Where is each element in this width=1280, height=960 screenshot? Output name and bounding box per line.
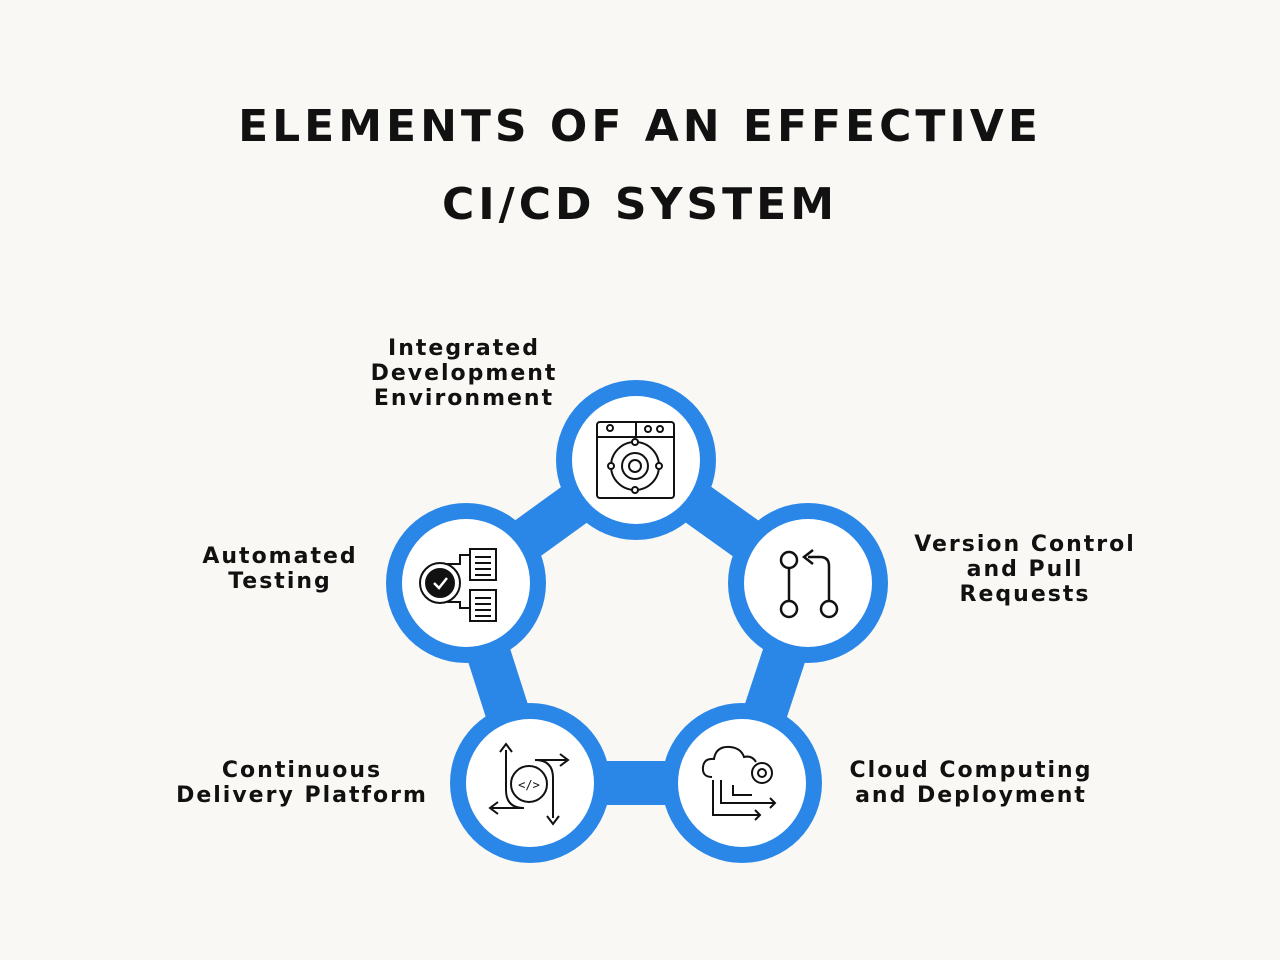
code-arrows-icon: </> (488, 742, 570, 826)
title-line-1: ELEMENTS OF AN EFFECTIVE (238, 101, 1042, 152)
cloud-gear-deploy-icon (701, 745, 777, 821)
node-testing (386, 503, 546, 663)
page-title: ELEMENTS OF AN EFFECTIVE CI/CD SYSTEM (0, 88, 1280, 244)
node-ide (556, 380, 716, 540)
node-version-control (728, 503, 888, 663)
label-delivery: Continuous Delivery Platform (176, 758, 428, 808)
label-cloud: Cloud Computing and Deployment (849, 758, 1093, 808)
svg-text:</>: </> (518, 778, 540, 792)
node-delivery: </> (450, 703, 610, 863)
label-version-control: Version Control and Pull Requests (914, 532, 1136, 607)
git-pull-request-icon (779, 549, 839, 619)
label-ide: Integrated Development Environment (370, 336, 558, 411)
label-testing: Automated Testing (202, 544, 358, 594)
node-cloud (662, 703, 822, 863)
gear-check-clipboard-icon (419, 548, 497, 622)
title-line-2: CI/CD SYSTEM (442, 179, 838, 230)
ide-window-gear-icon (596, 421, 675, 499)
